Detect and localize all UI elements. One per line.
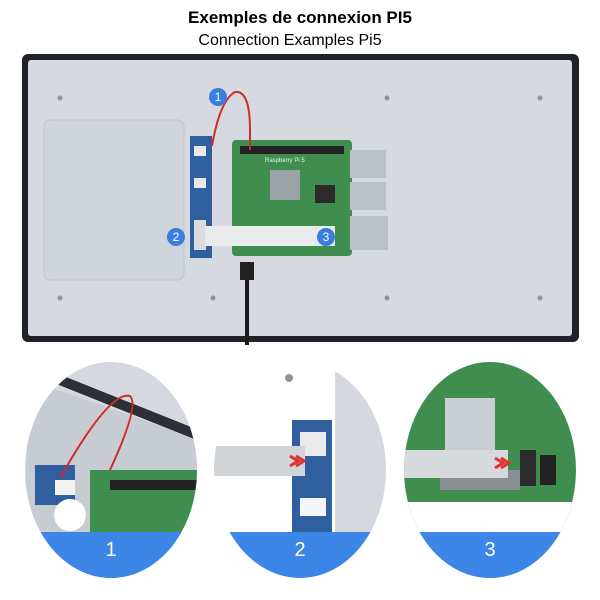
detail-label-1: 1: [105, 539, 116, 561]
red-cable: [211, 90, 251, 150]
callout-badge-2: 2: [167, 228, 185, 246]
detail-label-3: 3: [484, 539, 495, 561]
callout-badge-1: 1: [209, 88, 227, 106]
usb-cable: [240, 262, 254, 345]
detail-circle-2: 2: [214, 362, 386, 578]
svg-text:2: 2: [173, 230, 180, 244]
svg-text:1: 1: [215, 90, 222, 104]
board-label: Raspberry Pi 5: [265, 158, 305, 164]
title-french: Exemples de connexion PI5: [188, 8, 412, 27]
detail-circle-3: 3: [404, 362, 576, 578]
callout-badge-3: 3: [317, 228, 335, 246]
svg-text:3: 3: [323, 230, 330, 244]
title-english: Connection Examples Pi5: [198, 32, 382, 49]
detail-circle-1: 1: [25, 362, 197, 578]
ribbon-cable: [205, 226, 335, 246]
detail-label-2: 2: [294, 539, 305, 561]
